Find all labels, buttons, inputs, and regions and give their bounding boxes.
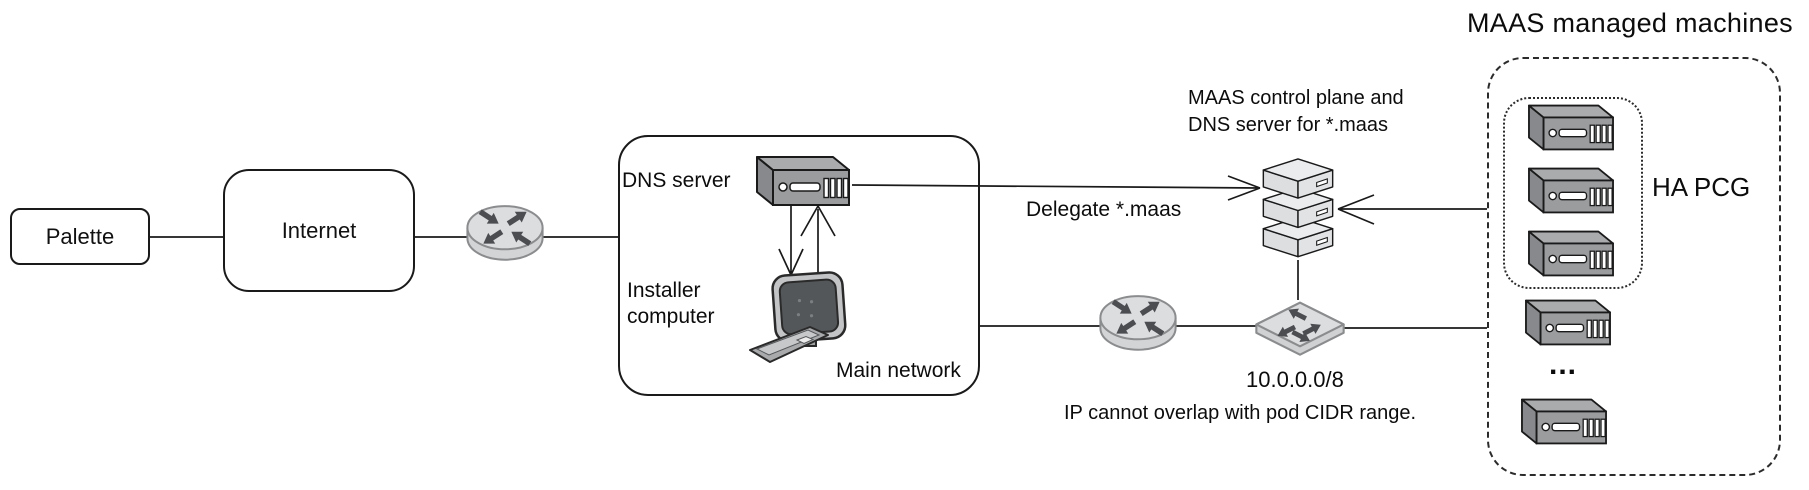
connector-dns-to-installer-arrow — [778, 206, 804, 276]
rack-server-icon — [1528, 167, 1614, 214]
maas-group-title: MAAS managed machines — [1467, 8, 1793, 38]
installer-computer-label: Installer computer — [627, 279, 715, 328]
rack-server-icon — [1528, 230, 1614, 277]
rack-server-icon — [1521, 398, 1607, 445]
router-icon — [465, 202, 545, 271]
router-icon — [1098, 292, 1178, 361]
ha-pcg-group — [1503, 97, 1643, 289]
server-stack-icon — [1258, 158, 1338, 263]
delegate-edge-label: Delegate *.maas — [1026, 198, 1182, 221]
control-plane-caption: MAAS control plane and DNS server for *.… — [1188, 85, 1404, 139]
main-network-label: Main network — [836, 359, 961, 382]
connector-delegate-arrow — [851, 175, 1261, 201]
cidr-note-label: IP cannot overlap with pod CIDR range. — [1064, 402, 1417, 424]
desktop-computer-icon — [748, 270, 848, 364]
more-machines-ellipsis: ... — [1549, 348, 1578, 381]
maas-managed-machines-group — [1487, 57, 1781, 476]
main-network-group — [618, 135, 980, 396]
palette-node: Palette — [10, 208, 150, 265]
ha-pcg-label: HA PCG — [1652, 172, 1751, 202]
switch-icon — [1253, 297, 1347, 362]
control-plane-caption-line2: DNS server for *.maas — [1188, 114, 1389, 136]
internet-label: Internet — [281, 217, 357, 243]
connector-installer-to-dns-arrow — [800, 205, 836, 283]
control-plane-caption-line1: MAAS control plane and — [1188, 87, 1404, 109]
dns-server-label: DNS server — [622, 169, 731, 192]
cidr-label: 10.0.0.0/8 — [1246, 367, 1344, 392]
internet-node: Internet — [223, 169, 415, 292]
palette-label: Palette — [45, 223, 115, 249]
rack-server-icon — [1525, 299, 1611, 346]
connector-machines-to-control-plane-arrow — [1337, 194, 1487, 225]
rack-server-icon — [756, 156, 850, 206]
rack-server-icon — [1528, 104, 1614, 151]
